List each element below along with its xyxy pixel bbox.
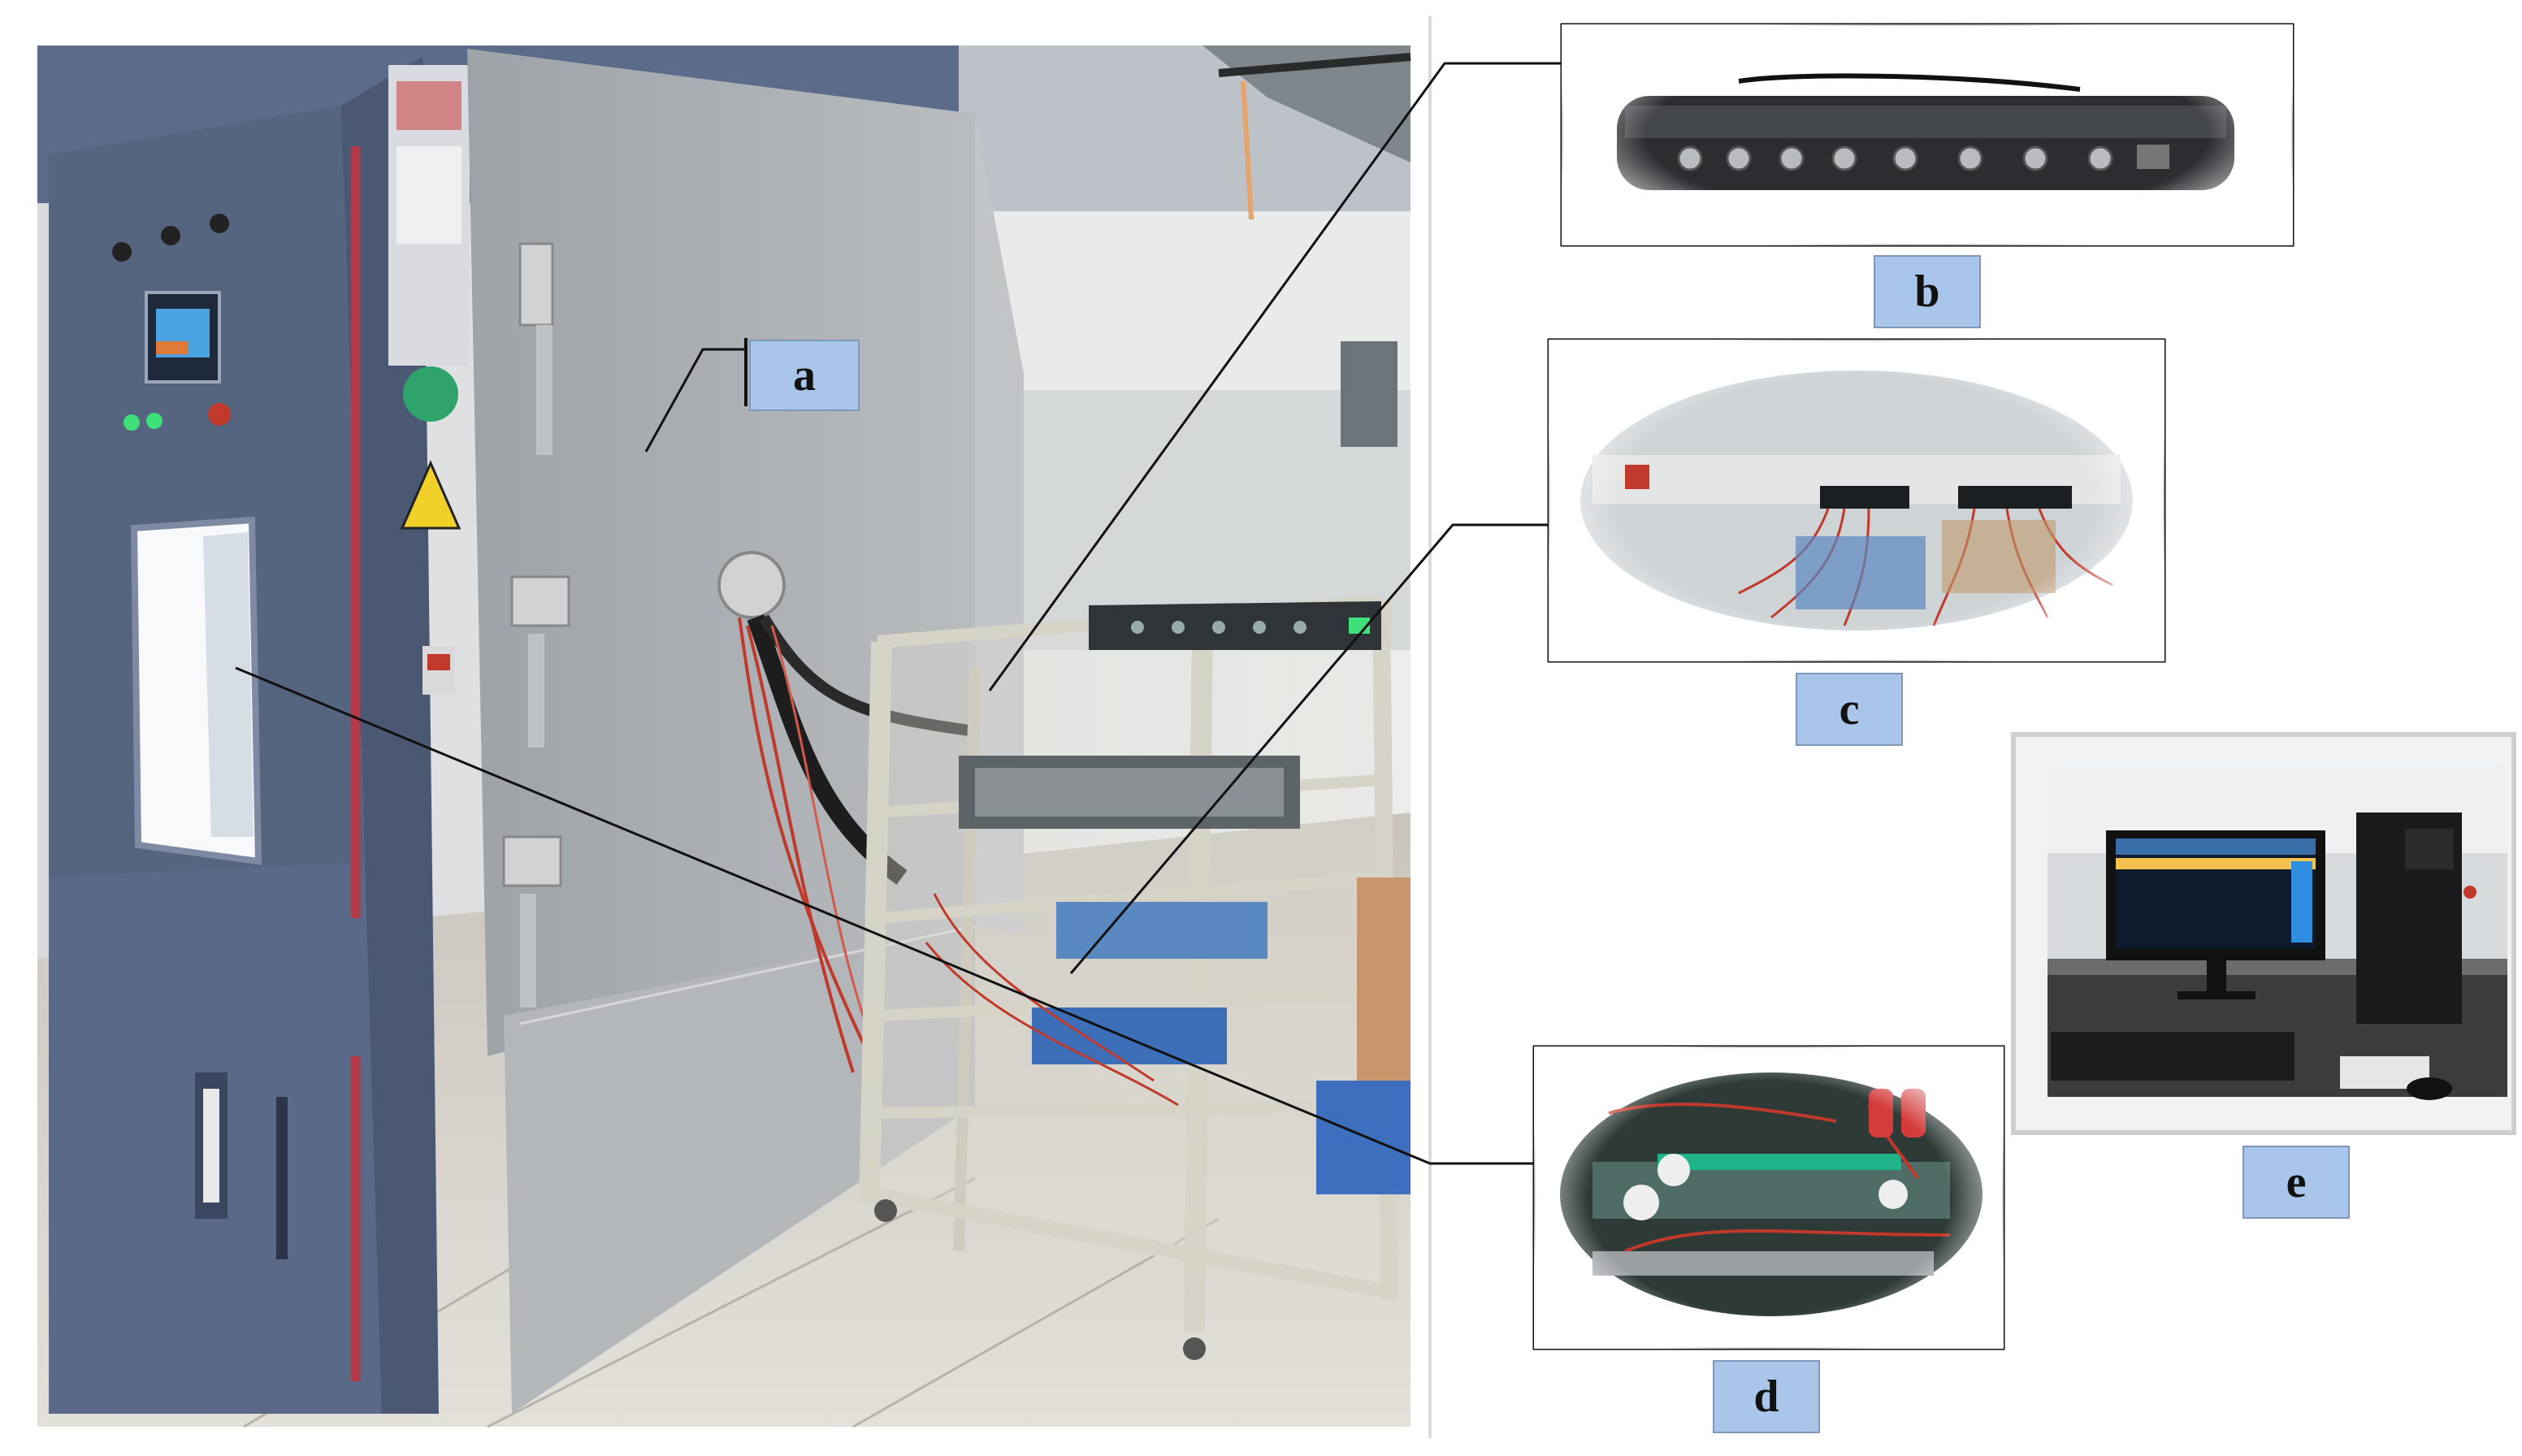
panel-e <box>2011 732 2516 1135</box>
battery-rack <box>859 595 1398 1360</box>
connector-d <box>235 666 1534 1165</box>
connector-c <box>1069 523 1549 974</box>
connector-b <box>988 62 1562 691</box>
panel-c <box>1547 338 2166 663</box>
connector-lines <box>235 62 1562 1165</box>
label-d: d <box>1713 1360 1820 1433</box>
label-c: c <box>1796 673 1903 746</box>
connector-a <box>644 348 746 453</box>
label-e: e <box>2242 1146 2350 1219</box>
label-b: b <box>1874 255 1981 328</box>
panel-d <box>1532 1045 2005 1350</box>
label-a: a <box>749 340 860 411</box>
panel-b <box>1560 23 2294 247</box>
panel-a-photo <box>37 46 1411 1428</box>
